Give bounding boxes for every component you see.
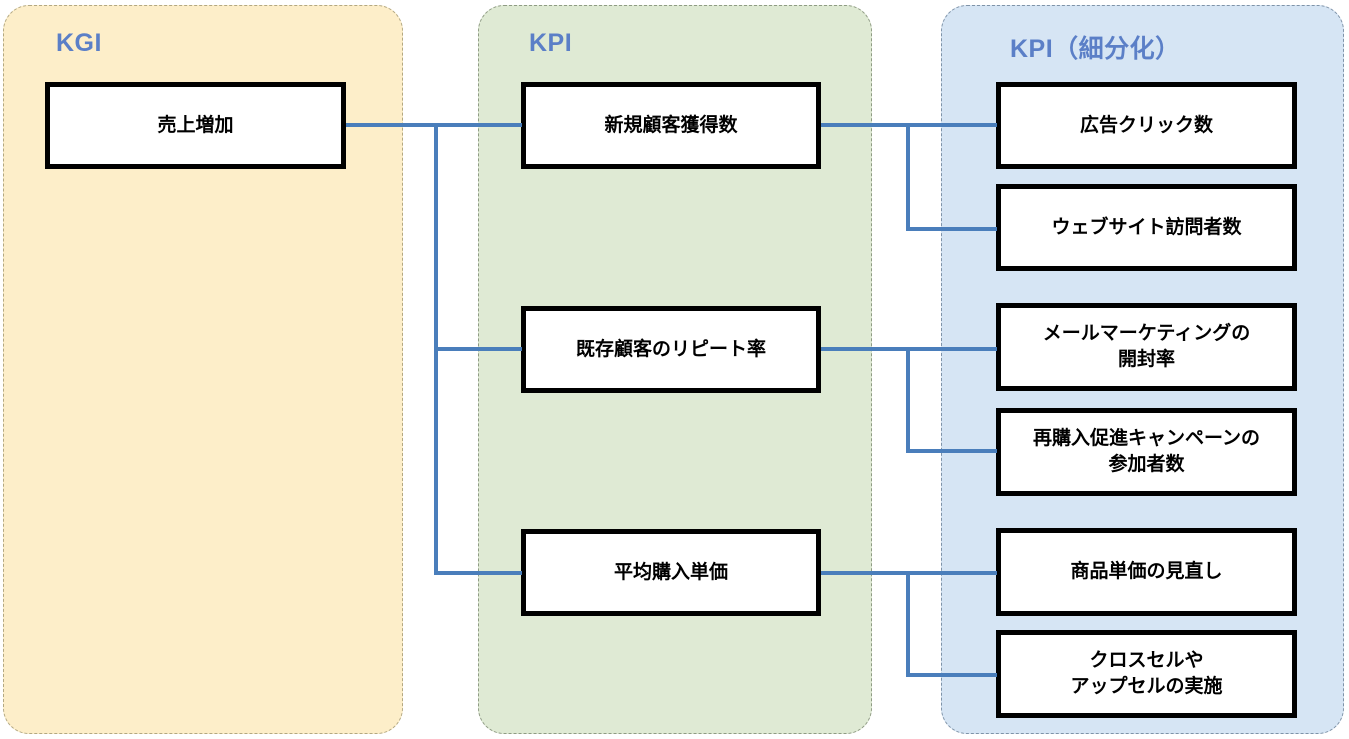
node-sub-unit-price-review[interactable]: 商品単価の見直し <box>996 528 1297 616</box>
node-kpi-new-customers[interactable]: 新規顧客獲得数 <box>521 82 821 169</box>
node-kgi-sales-increase[interactable]: 売上増加 <box>45 82 346 169</box>
connector-spine-to-sub-5 <box>906 571 997 575</box>
node-sub-cross-sell-up-sell[interactable]: クロスセルやアップセルの実施 <box>996 630 1297 718</box>
panel-title-kgi: KGI <box>56 29 102 57</box>
node-kpi-repeat-rate[interactable]: 既存顧客のリピート率 <box>521 306 821 393</box>
connector-kpi-3-to-spine <box>821 571 910 575</box>
connector-spine-to-sub-6 <box>906 673 997 677</box>
connector-kgi-to-spine <box>346 123 438 127</box>
connector-kpi-3-spine <box>906 571 910 677</box>
node-label: 再購入促進キャンペーンの参加者数 <box>1032 428 1261 475</box>
panel-title-kpi: KPI <box>529 29 573 57</box>
node-label: 広告クリック数 <box>1079 114 1213 136</box>
node-kpi-average-order-value[interactable]: 平均購入単価 <box>521 529 821 616</box>
node-label: クロスセルやアップセルの実施 <box>1070 650 1223 697</box>
node-label: 既存顧客のリピート率 <box>575 338 766 360</box>
connector-spine-to-sub-1 <box>906 123 997 127</box>
connector-spine-to-kpi-1 <box>434 123 522 127</box>
panel-title-kpi-subdivided: KPI（細分化） <box>1010 35 1181 63</box>
connector-kpi-2-spine <box>906 347 910 453</box>
node-label: 新規顧客獲得数 <box>604 114 738 136</box>
connector-spine-to-kpi-3 <box>434 571 522 575</box>
node-sub-repurchase-campaign-participants[interactable]: 再購入促進キャンペーンの参加者数 <box>996 408 1297 496</box>
connector-spine-to-sub-4 <box>906 449 997 453</box>
connector-spine-to-kpi-2 <box>434 347 522 351</box>
node-label: ウェブサイト訪問者数 <box>1051 216 1242 238</box>
connector-spine-to-sub-2 <box>906 227 997 231</box>
node-sub-website-visitors[interactable]: ウェブサイト訪問者数 <box>996 184 1297 271</box>
node-label: 商品単価の見直し <box>1070 561 1223 583</box>
connector-kpi-1-to-spine <box>821 123 910 127</box>
node-label: メールマーケティングの開封率 <box>1042 323 1251 370</box>
node-label: 平均購入単価 <box>613 561 728 583</box>
node-sub-email-open-rate[interactable]: メールマーケティングの開封率 <box>996 303 1297 391</box>
node-label: 売上増加 <box>157 114 234 136</box>
node-sub-ad-clicks[interactable]: 広告クリック数 <box>996 82 1297 169</box>
connector-kpi-2-to-spine <box>821 347 910 351</box>
connector-spine-to-sub-3 <box>906 347 997 351</box>
connector-kpi-1-spine <box>906 123 910 231</box>
